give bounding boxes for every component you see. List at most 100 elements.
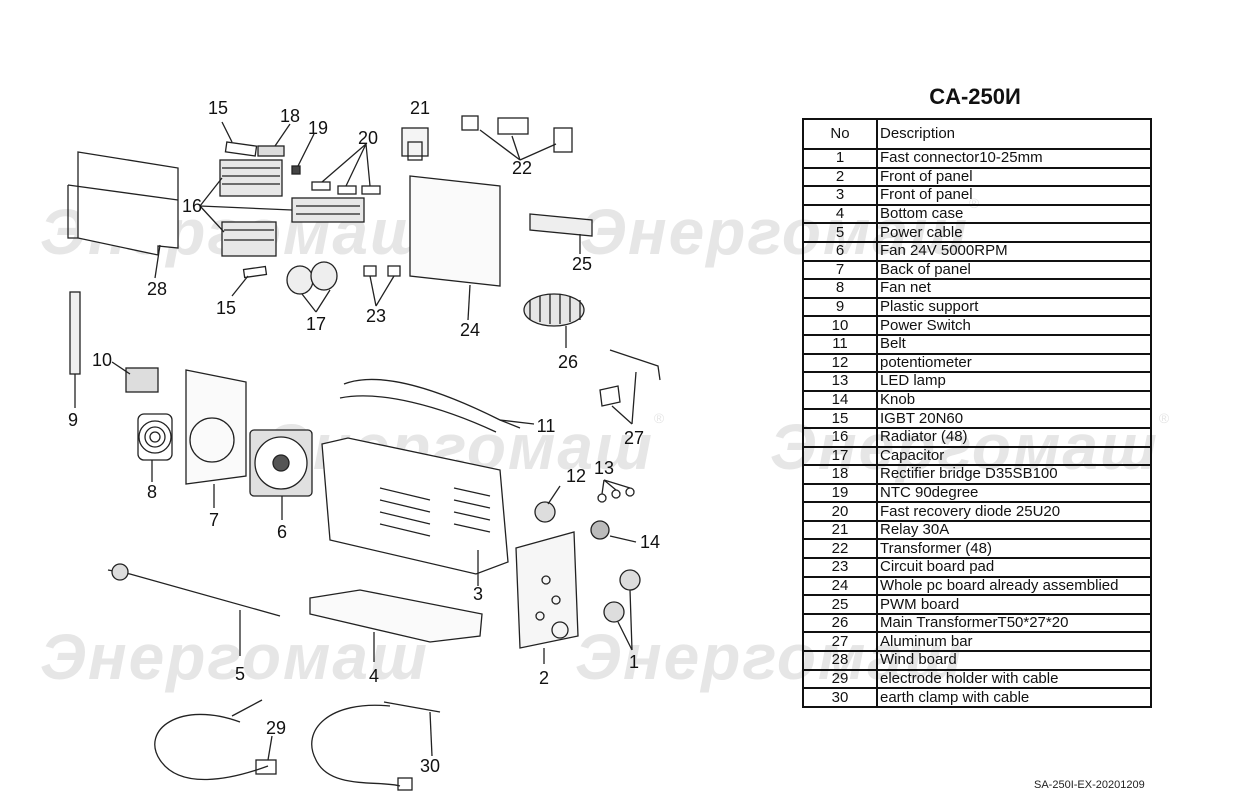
row-number: 18	[802, 464, 878, 485]
callout-2: 2	[539, 668, 549, 688]
callout-30: 30	[420, 756, 440, 776]
part-aluminum-bar	[599, 349, 661, 425]
callout-labels: 15 18 19 20 21 22 16 28 25 15 17 23 24 2…	[68, 98, 660, 776]
callout-10: 10	[92, 350, 112, 370]
part-diodes	[311, 143, 381, 195]
row-description: Bottom case	[876, 203, 1152, 225]
callout-20: 20	[358, 128, 378, 148]
row-number: 5	[802, 222, 878, 243]
row-description: Fast connector10-25mm	[876, 148, 1152, 169]
header-no: No	[802, 118, 878, 150]
callout-6: 6	[277, 522, 287, 542]
row-description: Relay 30A	[876, 519, 1152, 541]
row-description: Circuit board pad	[876, 557, 1152, 578]
row-number: 30	[802, 687, 878, 708]
row-number: 8	[802, 278, 878, 299]
row-number: 26	[802, 612, 878, 634]
callout-15a: 15	[208, 98, 228, 118]
callout-27: 27	[624, 428, 644, 448]
part-fast-connectors	[603, 569, 641, 651]
row-description: PWM board	[876, 594, 1152, 615]
row-description: potentiometer	[876, 352, 1152, 374]
row-number: 2	[802, 166, 878, 188]
row-description: Front of panel	[876, 166, 1152, 188]
row-number: 24	[802, 575, 878, 597]
part-bottom-case	[309, 589, 483, 662]
row-description: NTC 90degree	[876, 482, 1152, 504]
part-radiator-2	[291, 197, 365, 223]
callout-17: 17	[306, 314, 326, 334]
row-number: 1	[802, 148, 878, 169]
callout-1: 1	[629, 652, 639, 672]
part-case-cover	[321, 437, 509, 586]
row-number: 28	[802, 650, 878, 671]
part-belt	[339, 378, 535, 433]
row-description: Capacitor	[876, 445, 1152, 467]
table-header-row: No Description	[802, 118, 1152, 150]
part-relay	[401, 127, 429, 161]
model-title: CA-250И	[929, 84, 1021, 109]
row-description: Whole pc board already assemblied	[876, 575, 1152, 597]
part-power-switch	[111, 361, 159, 393]
row-number: 13	[802, 371, 878, 392]
part-capacitors	[286, 261, 338, 313]
callout-21: 21	[410, 98, 430, 118]
table-row: 29 electrode holder with cable	[802, 668, 1152, 690]
row-description: LED lamp	[876, 371, 1152, 392]
part-knob	[590, 520, 637, 543]
callout-8: 8	[147, 482, 157, 502]
callout-13: 13	[594, 458, 614, 478]
row-description: electrode holder with cable	[876, 668, 1152, 690]
callout-23: 23	[366, 306, 386, 326]
row-number: 11	[802, 333, 878, 355]
header-description: Description	[876, 118, 1152, 150]
callout-16: 16	[182, 196, 202, 216]
row-number: 6	[802, 240, 878, 262]
row-number: 9	[802, 296, 878, 318]
callout-19: 19	[308, 118, 328, 138]
part-back-panel	[185, 369, 247, 508]
table-row: 30 earth clamp with cable	[802, 687, 1152, 708]
callout-11: 11	[537, 416, 556, 436]
part-rectifier	[257, 123, 291, 157]
row-description: Transformer (48)	[876, 538, 1152, 560]
row-description: Rectifier bridge D35SB100	[876, 464, 1152, 485]
row-number: 4	[802, 203, 878, 225]
row-description: Wind board	[876, 650, 1152, 671]
row-number: 25	[802, 594, 878, 615]
part-ntc	[291, 133, 315, 175]
callout-24: 24	[460, 320, 480, 340]
callout-22: 22	[512, 158, 532, 178]
row-description: earth clamp with cable	[876, 687, 1152, 708]
row-number: 14	[802, 389, 878, 411]
row-number: 16	[802, 426, 878, 448]
callout-14: 14	[640, 532, 660, 552]
row-number: 10	[802, 315, 878, 336]
row-description: Knob	[876, 389, 1152, 411]
callout-4: 4	[369, 666, 379, 686]
part-plastic-support	[69, 291, 81, 408]
row-number: 12	[802, 352, 878, 374]
row-description: Plastic support	[876, 296, 1152, 318]
part-potentiometer	[534, 485, 561, 523]
row-number: 23	[802, 557, 878, 578]
callout-18: 18	[280, 106, 300, 126]
row-description: Main TransformerT50*27*20	[876, 612, 1152, 634]
